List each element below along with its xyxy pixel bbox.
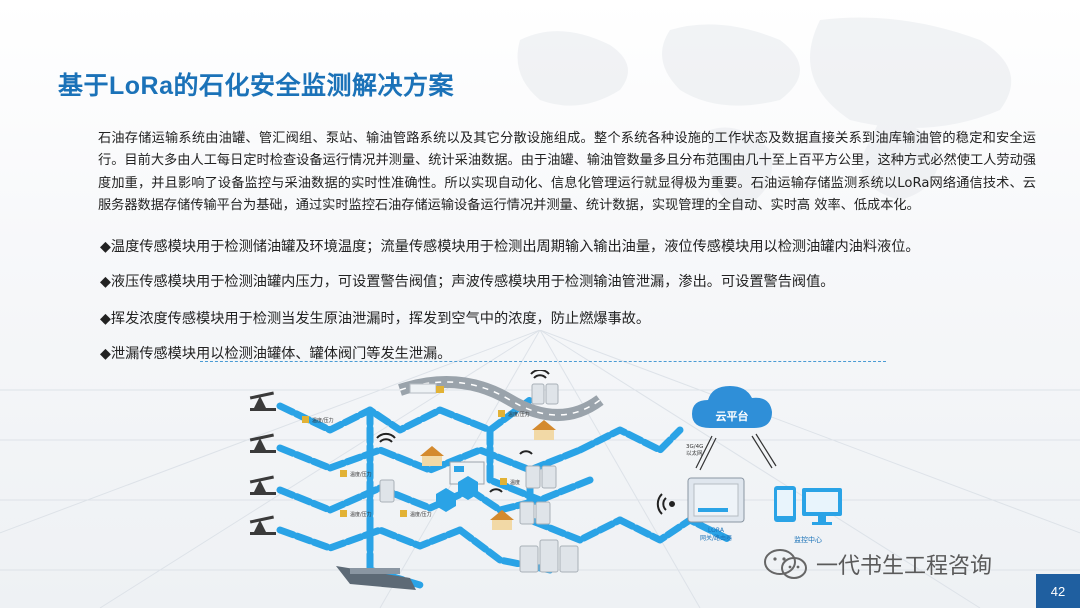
svg-text:温度/压力: 温度/压力: [508, 411, 530, 418]
sensor-tag-labels: 温度/压力 温度/压力 温度/压力 温度/压力 温度/压力 温度: [302, 410, 530, 518]
wechat-icon: [764, 549, 807, 579]
svg-text:温度/压力: 温度/压力: [350, 471, 372, 478]
page-number: 42: [1036, 574, 1080, 608]
svg-text:温度/压力: 温度/压力: [312, 417, 334, 424]
bullet-temperature-sensor: ◆温度传感模块用于检测储油罐及环境温度；流量传感模块用于检测出周期输入输出油量，…: [100, 239, 920, 255]
phone-icon: [774, 486, 796, 522]
world-map-background: [517, 17, 1012, 210]
page-title: 基于LoRa的石化安全监测解决方案: [58, 72, 455, 100]
gateway-label-1: LORA: [708, 527, 725, 534]
truck-icon: [409, 383, 444, 394]
intro-paragraph: 石油存储运输系统由油罐、管汇阀组、泵站、输油管路系统以及其它分散设施组成。整个系…: [98, 131, 1036, 214]
antenna-signal-icon: [656, 493, 675, 515]
pump-jack-icons: [249, 391, 276, 535]
watermark-text: 一代书生工程咨询: [816, 554, 993, 579]
storage-tank-icons: [379, 383, 579, 573]
lora-gateway-icon: [687, 477, 745, 523]
gateway-label-2: 网关/路由器: [700, 534, 732, 542]
svg-text:温度: 温度: [510, 479, 520, 486]
monitor-icon: [802, 488, 842, 525]
bullet-leak-sensor: ◆泄漏传感模块用以检测油罐体、罐体阀门等发生泄漏。: [100, 346, 452, 362]
cloud-label: 云平台: [716, 409, 749, 423]
svg-text:温度/压力: 温度/压力: [350, 511, 372, 518]
wifi-signal-icons: [376, 370, 550, 493]
wechat-watermark: 一代书生工程咨询: [762, 546, 992, 582]
process-plant-icon: [436, 476, 478, 512]
svg-text:温度/压力: 温度/压力: [410, 511, 432, 518]
oilfield-diagram: 温度/压力 温度/压力 温度/压力 温度/压力 温度/压力 温度 云平台 3G/…: [249, 370, 842, 590]
link-label-2: 以太网: [686, 449, 703, 457]
link-label-1: 3G/4G: [686, 444, 703, 450]
cloud-platform: 云平台: [692, 386, 772, 428]
pipeline-network: [276, 396, 734, 589]
tanker-ship-icon: [336, 566, 416, 590]
monitor-center-label: 监控中心: [794, 535, 822, 544]
network-arrows: [695, 433, 777, 471]
bullet-pressure-sensor: ◆液压传感模块用于检测油罐内压力，可设置警告阀值；声波传感模块用于检测输油管泄漏…: [100, 274, 835, 290]
divider-dashed: [200, 361, 886, 362]
station-icons: [420, 420, 556, 530]
bullet-volatile-sensor: ◆挥发浓度传感模块用于检测当发生原油泄漏时，挥发到空气中的浓度，防止燃爆事故。: [100, 311, 651, 327]
